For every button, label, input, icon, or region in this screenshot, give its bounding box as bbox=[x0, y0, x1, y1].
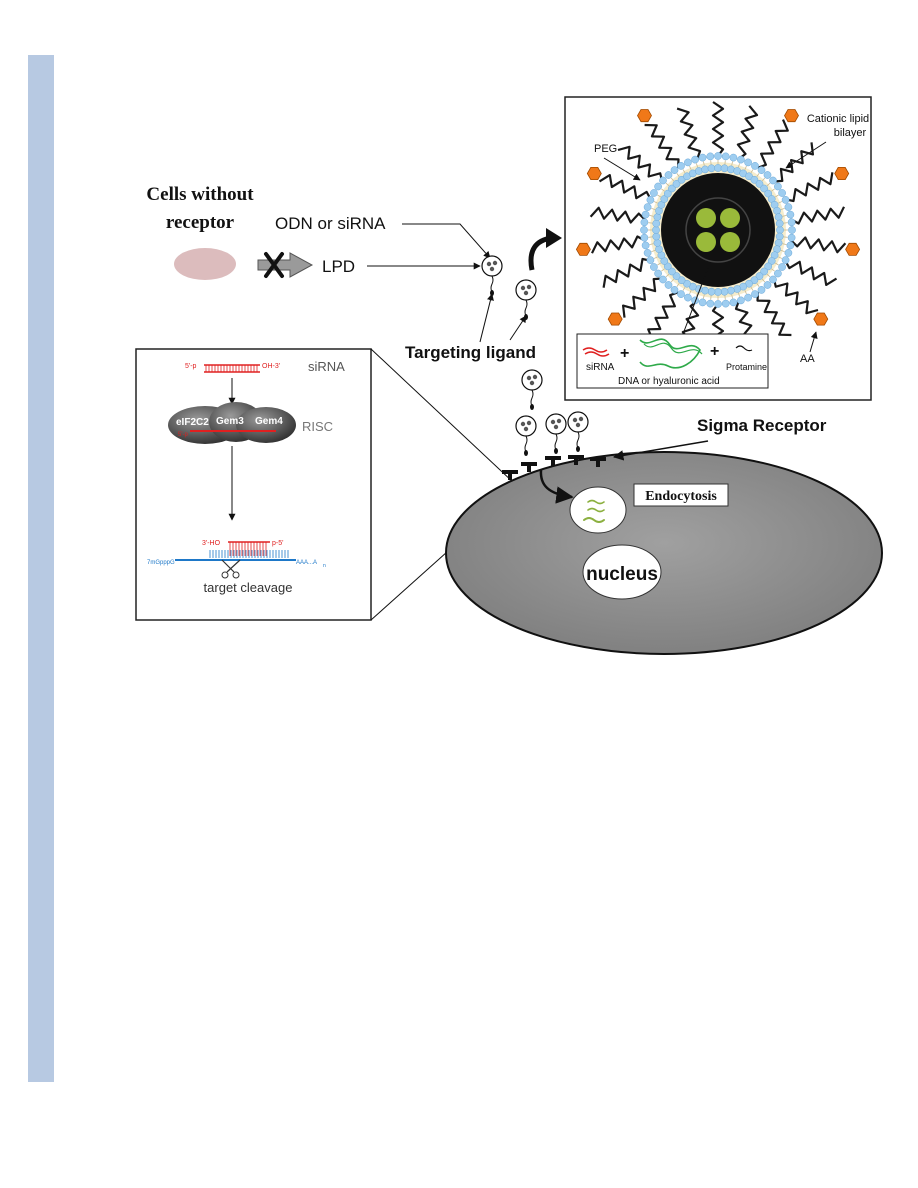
risc-oh3-label: OH-3' bbox=[262, 363, 280, 370]
sigma-receptor bbox=[521, 462, 537, 472]
cleave-n-label: n bbox=[323, 563, 326, 569]
sigma-receptor bbox=[568, 455, 584, 465]
dna-strand-icon bbox=[639, 338, 703, 369]
lpd-particle bbox=[545, 413, 567, 454]
peg-label: PEG bbox=[594, 143, 617, 155]
cells-without-receptor-label-2: receptor bbox=[166, 212, 235, 233]
odn-sirna-label: ODN or siRNA bbox=[275, 214, 386, 233]
endocytosis-arrow bbox=[539, 469, 574, 504]
target-cell bbox=[445, 451, 883, 655]
risc-sirna-label: siRNA bbox=[308, 359, 345, 374]
endocytosis-label-box bbox=[633, 483, 729, 507]
scissors-icon bbox=[221, 559, 241, 579]
lpd-particle bbox=[521, 369, 543, 410]
protamine-icon bbox=[735, 345, 753, 352]
endosome-cargo bbox=[583, 499, 605, 523]
target-cleavage-label: target cleavage bbox=[204, 580, 293, 595]
cell-without-receptor bbox=[174, 248, 236, 280]
cationic-lipid-label-2: bilayer bbox=[834, 127, 867, 139]
risc-5p-inner-label: 5'-p bbox=[178, 432, 188, 438]
lpd-particle bbox=[481, 255, 503, 296]
legend-plus-2: + bbox=[710, 343, 719, 360]
lpd-particle bbox=[515, 415, 537, 456]
sigma-receptor-label: Sigma Receptor bbox=[697, 416, 827, 435]
legend-sirna-label: siRNA bbox=[586, 362, 615, 373]
endocytosis-label: Endocytosis bbox=[645, 489, 717, 504]
risc-complex bbox=[168, 402, 296, 444]
target-cleavage-complex bbox=[175, 541, 296, 561]
lpd-label: LPD bbox=[322, 257, 355, 276]
legend-protamine-label: Protamine bbox=[726, 362, 767, 372]
lpd-particle bbox=[515, 279, 537, 320]
nucleus-label: nucleus bbox=[586, 564, 658, 585]
sirna-legend-icon bbox=[582, 347, 610, 357]
cleave-left-label: 7mGpppG bbox=[147, 560, 175, 566]
sigma-receptor bbox=[545, 456, 561, 466]
cells-without-receptor-label-1: Cells without bbox=[146, 184, 254, 205]
risc-gem4-label: Gem4 bbox=[255, 416, 283, 427]
nucleus bbox=[582, 544, 662, 600]
sigma-receptor bbox=[590, 457, 606, 467]
risc-mechanism-box bbox=[135, 348, 372, 621]
blocked-arrow bbox=[257, 252, 314, 278]
risc-gem3-label: Gem3 bbox=[216, 416, 244, 427]
sidebar-band bbox=[28, 55, 54, 1082]
targeting-ligand-label: Targeting ligand bbox=[405, 343, 536, 362]
risc-5p-label: 5'-p bbox=[185, 363, 197, 370]
composition-legend-box bbox=[576, 333, 769, 389]
aa-label: AA bbox=[800, 353, 815, 365]
risc-label: RISC bbox=[302, 419, 333, 434]
lpd-nanoparticle-structure bbox=[575, 101, 861, 368]
risc-eif2c2-label: eIF2C2 bbox=[176, 417, 209, 428]
cleave-3ho-label: 3'-HO bbox=[202, 540, 221, 547]
sirna-duplex bbox=[204, 364, 260, 373]
lpd-particle bbox=[567, 411, 589, 452]
legend-dna-label: DNA or hyaluronic acid bbox=[618, 376, 720, 387]
cationic-lipid-label-1: Cationic lipid bbox=[807, 113, 869, 125]
cleave-p5-label: p-5' bbox=[272, 540, 283, 547]
sigma-receptor bbox=[502, 470, 518, 480]
legend-plus-1: + bbox=[620, 345, 629, 362]
cleave-right-label: AAA...A bbox=[296, 560, 317, 566]
endosome bbox=[569, 486, 627, 534]
